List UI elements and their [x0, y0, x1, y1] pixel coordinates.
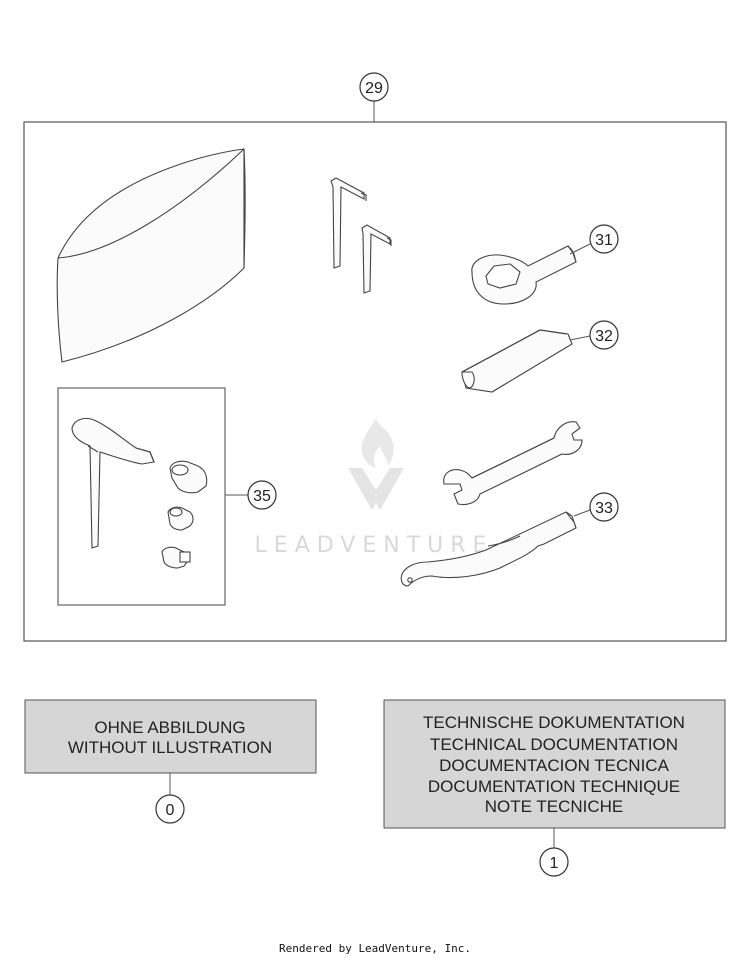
callout-0-label: 0: [166, 802, 175, 819]
callout-31[interactable]: 31: [589, 224, 619, 254]
watermark-logo-icon: [348, 418, 404, 510]
adapter-socket-icon: [161, 460, 208, 569]
t-handle-kit-frame: [57, 387, 226, 606]
tech-docs-line-3: DOCUMENTACION TECNICA: [439, 756, 669, 775]
tech-docs-line-2: TECHNICAL DOCUMENTATION: [430, 735, 678, 754]
callout-1-label: 1: [550, 855, 559, 872]
callout-1[interactable]: 1: [539, 847, 569, 877]
no-illustration-box: OHNE ABBILDUNG WITHOUT ILLUSTRATION: [24, 699, 317, 795]
callout-35[interactable]: 35: [247, 480, 277, 510]
callout-29[interactable]: 29: [359, 72, 389, 102]
callout-32-label: 32: [595, 328, 613, 345]
no-illustration-line-1: OHNE ABBILDUNG: [94, 718, 245, 737]
no-illustration-line-2: WITHOUT ILLUSTRATION: [68, 738, 272, 757]
ring-spanner-icon: [471, 245, 577, 305]
tech-docs-line-4: DOCUMENTATION TECHNIQUE: [428, 777, 680, 796]
open-end-wrench-icon: [443, 421, 583, 506]
callout-33[interactable]: 33: [589, 492, 619, 522]
watermark-text: LEADVENTURE: [255, 533, 494, 558]
pin-tool-icon: [461, 329, 573, 393]
t-handle-hex-key-icon: [71, 417, 155, 549]
footer-credit: Rendered by LeadVenture, Inc.: [278, 942, 472, 955]
callout-35-label: 35: [253, 488, 271, 505]
callout-33-label: 33: [595, 500, 613, 517]
hook-wrench-icon: [400, 511, 577, 587]
tech-docs-line-5: NOTE TECNICHE: [485, 797, 624, 816]
tech-docs-box: TECHNISCHE DOKUMENTATION TECHNICAL DOCUM…: [383, 699, 726, 848]
callout-31-label: 31: [595, 232, 613, 249]
leader-31: [569, 243, 591, 255]
callout-32[interactable]: 32: [589, 320, 619, 350]
hex-key-icon: [330, 177, 392, 294]
tool-kit-frame: [23, 101, 727, 642]
leader-32: [569, 335, 591, 341]
tool-bag-icon: [56, 148, 246, 363]
leader-33: [573, 509, 591, 517]
callout-29-label: 29: [365, 80, 383, 97]
callout-0[interactable]: 0: [155, 794, 185, 824]
tech-docs-line-1: TECHNISCHE DOKUMENTATION: [423, 713, 685, 732]
